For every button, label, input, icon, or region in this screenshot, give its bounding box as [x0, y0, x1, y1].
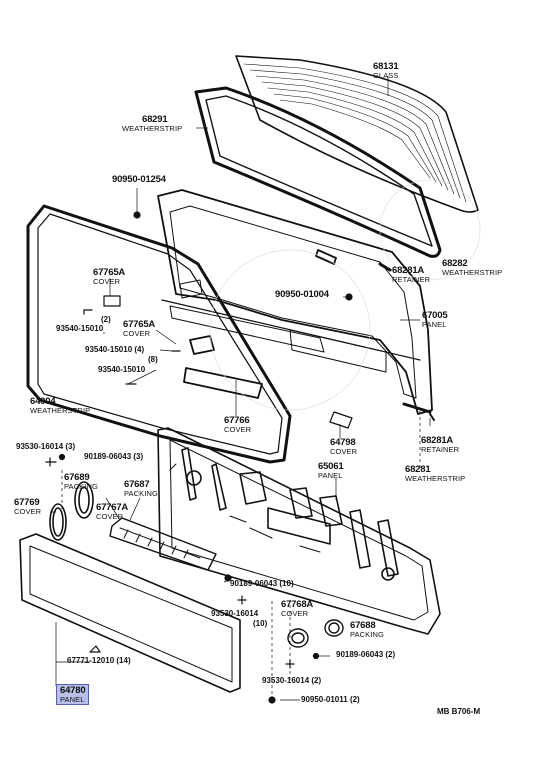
part-name: COVER	[93, 276, 121, 286]
part-number: 64798	[330, 437, 356, 448]
part-name: COVER	[14, 506, 42, 516]
rear-glass	[235, 55, 479, 213]
part-number: 67689	[64, 472, 90, 483]
part-name: COVER	[123, 328, 151, 338]
part-number: 68281A	[392, 265, 425, 276]
part-name: WEATHERSTRIP	[405, 473, 466, 483]
oval-covers	[49, 481, 94, 541]
label-93540-15010-a: 93540-15010	[56, 324, 104, 333]
label-68281: 68281 WEATHERSTRIP	[405, 465, 465, 482]
label-68282: 68282 WEATHERSTRIP	[442, 259, 502, 276]
packing-strip	[109, 517, 217, 571]
label-90950-01254: 90950-01254	[112, 174, 166, 185]
part-name: PANEL	[318, 470, 343, 480]
part-name: RETAINER	[421, 444, 460, 454]
label-90189-06043-10: 90189-06043 (10)	[230, 579, 294, 588]
label-64904: 64904 WEATHERSTRIP	[30, 397, 90, 414]
label-93530-16014-2: 93530-16014 (2)	[262, 676, 322, 685]
lower-door-panel	[157, 427, 441, 635]
label-93540-15010-4: 93540-15010 (4)	[85, 345, 145, 354]
part-number: 68282	[442, 258, 468, 269]
label-93540-15010-c: 93540-15010	[98, 365, 146, 374]
part-name: COVER	[330, 446, 358, 456]
part-name: COVER	[224, 424, 252, 434]
label-90950-01011: 90950-01011 (2)	[301, 695, 360, 704]
label-68281a-top: 68281A RETAINER	[392, 266, 430, 283]
part-name: COVER	[96, 511, 124, 521]
label-68291: 68291 WEATHERSTRIP	[122, 115, 182, 132]
glass-weatherstrip	[194, 86, 442, 258]
round-covers	[287, 619, 344, 648]
label-90189-06043-2: 90189-06043 (2)	[336, 650, 396, 659]
part-number: 68131	[373, 61, 399, 72]
bottom-panel-64780	[19, 533, 241, 693]
part-number: 67688	[350, 620, 376, 631]
part-number: 67765A	[93, 267, 126, 278]
watermark	[209, 179, 481, 411]
part-number: 64904	[30, 396, 56, 407]
part-number: 67687	[124, 479, 150, 490]
part-number: 68291	[142, 114, 168, 125]
label-qty-10: (10)	[253, 619, 268, 628]
part-number: 67767A	[96, 502, 129, 513]
label-90189-06043-3: 90189-06043 (3)	[84, 452, 144, 461]
part-name: PANEL	[422, 319, 447, 329]
diagram-code: MB B706-M	[437, 707, 481, 716]
label-67771-12010: 67771-12010 (14)	[67, 656, 131, 665]
part-name: PACKING	[124, 488, 158, 498]
door-weatherstrip	[26, 204, 292, 464]
label-68281a-bottom: 68281A RETAINER	[421, 436, 459, 453]
part-name: COVER	[281, 608, 309, 618]
label-67765a-2: 67765A COVER	[123, 320, 155, 337]
label-67767a: 67767A COVER	[96, 503, 128, 520]
part-number: 67765A	[123, 319, 156, 330]
part-number: 64780	[60, 685, 86, 696]
label-93530-16014-b: 93530-16014	[211, 609, 259, 618]
part-name: PANEL	[60, 694, 85, 704]
part-name: WEATHERSTRIP	[442, 267, 503, 277]
label-93530-16014-3: 93530-16014 (3)	[16, 442, 76, 451]
part-name: GLASS	[373, 70, 399, 80]
label-64780: 64780 PANEL	[56, 684, 90, 705]
label-67005: 67005 PANEL	[422, 310, 448, 329]
part-number: 67005	[422, 310, 448, 321]
label-64798: 64798 COVER	[330, 438, 357, 455]
label-67768a: 67768A COVER	[281, 600, 313, 617]
part-number: 68281A	[421, 435, 454, 446]
label-67765a-1: 67765A COVER	[93, 268, 125, 285]
part-name: WEATHERSTRIP	[122, 123, 183, 133]
label-90950-01004: 90950-01004	[275, 289, 329, 300]
label-67688: 67688 PACKING	[350, 621, 384, 638]
part-number: 65061	[318, 461, 344, 472]
label-67766: 67766 COVER	[224, 416, 251, 433]
part-name: PACKING	[64, 481, 98, 491]
door-upper-panel	[157, 189, 433, 415]
label-67769: 67769 COVER	[14, 498, 41, 515]
label-qty-2: (2)	[101, 315, 111, 324]
label-68131: 68131 GLASS	[373, 62, 399, 79]
part-number: 67768A	[281, 599, 314, 610]
label-65061: 65061 PANEL	[318, 461, 344, 480]
part-number: 67769	[14, 497, 40, 508]
part-number: 67766	[224, 415, 250, 426]
part-name: WEATHERSTRIP	[30, 405, 91, 415]
label-qty-8: (8)	[148, 355, 158, 364]
part-name: PACKING	[350, 629, 384, 639]
part-name: RETAINER	[392, 274, 431, 284]
part-number: 68281	[405, 464, 431, 475]
label-67689: 67689 PACKING	[64, 473, 98, 490]
leader-lines	[50, 76, 431, 701]
label-67687: 67687 PACKING	[124, 480, 158, 497]
